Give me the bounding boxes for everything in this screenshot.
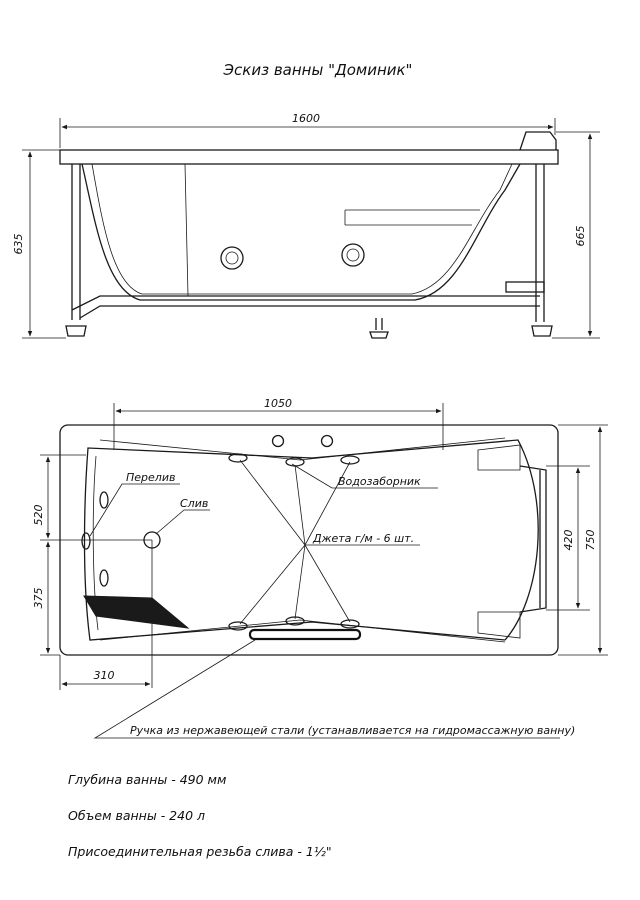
- label-intake: Водозаборник: [338, 475, 421, 488]
- dim-overflow-pos: 520: [32, 505, 45, 526]
- dim-drain-x: 310: [94, 669, 115, 682]
- tub-backrest: [519, 131, 557, 151]
- spec-volume: Объем ванны - 240 л: [68, 808, 205, 823]
- intake-hole-2: [320, 434, 334, 448]
- feet: [65, 318, 553, 339]
- label-handle: Ручка из нержавеющей стали (устанавливае…: [130, 724, 575, 737]
- dim-width-total: 750: [584, 530, 597, 551]
- seat-wedge: [83, 595, 190, 629]
- label-drain: Слив: [180, 497, 208, 510]
- dim-drain-y: 375: [32, 588, 45, 609]
- label-overflow: Перелив: [126, 471, 175, 484]
- jet-side-2: [341, 243, 365, 267]
- page-title: Эскиз ванны "Доминик": [223, 61, 413, 79]
- tub-body: [81, 163, 521, 301]
- dim-height-rim: 635: [12, 234, 25, 255]
- top-view: 1050: [32, 397, 608, 739]
- dim-length: 1600: [292, 112, 320, 125]
- side-view: 1600 635 665: [12, 112, 600, 339]
- jet-top-6: [340, 619, 360, 629]
- dim-jets-span: 1050: [264, 397, 292, 410]
- label-jets: Джета г/м - 6 шт.: [312, 532, 414, 545]
- spec-drain-thread: Присоединительная резьба слива - 1½": [68, 844, 332, 859]
- overflow-outlet: [81, 532, 91, 550]
- spec-depth: Глубина ванны - 490 мм: [68, 772, 226, 787]
- steel-handle: [248, 628, 362, 641]
- dim-height-total: 665: [574, 226, 587, 247]
- specs-list: Глубина ванны - 490 мм Объем ванны - 240…: [68, 772, 332, 859]
- jet-top-3: [340, 455, 360, 465]
- intake-hole-1: [271, 434, 285, 448]
- jet-top-1: [228, 453, 248, 463]
- dim-width-inner: 420: [562, 530, 575, 551]
- tub-bowl-top: [83, 439, 539, 641]
- tub-rim: [59, 149, 559, 165]
- jet-side-1: [220, 246, 244, 270]
- support-frame: [71, 164, 545, 322]
- headrest: [519, 465, 547, 613]
- jet-top-4: [228, 621, 248, 631]
